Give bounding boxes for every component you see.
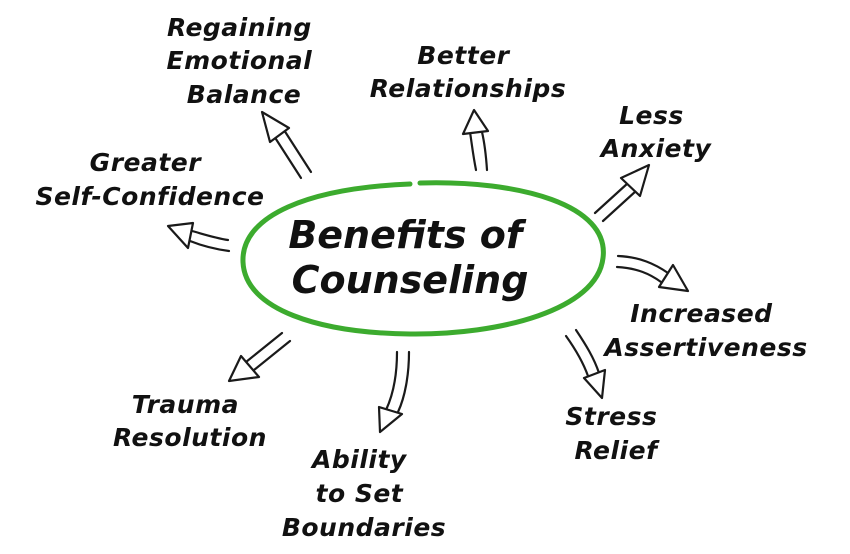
arrow-trauma-resolution xyxy=(227,331,292,383)
arrow-ability-to-set-boundaries xyxy=(377,350,411,434)
arrow-stress-relief xyxy=(564,328,607,400)
arrow-increased-assertiveness xyxy=(615,254,690,293)
label-stress-relief: Stress Relief xyxy=(565,402,666,465)
center-ellipse xyxy=(240,180,606,337)
label-ability-to-set-boundaries: Ability to Set Boundaries xyxy=(282,445,446,542)
center-title: Benefits of Counseling xyxy=(288,213,535,302)
label-less-anxiety: Less Anxiety xyxy=(599,101,713,163)
arrow-better-relationships xyxy=(461,108,490,172)
label-greater-self-confidence: Greater Self-Confidence xyxy=(35,148,264,211)
arrow-greater-self-confidence xyxy=(166,221,231,253)
label-increased-assertiveness: Increased Assertiveness xyxy=(602,299,807,362)
label-regaining-emotional-balance: Regaining Emotional Balance xyxy=(167,13,322,109)
arrow-regaining-emotional-balance xyxy=(260,110,313,180)
center-title-line-2: Counseling xyxy=(292,258,529,302)
label-trauma-resolution: Trauma Resolution xyxy=(113,390,267,452)
center-title-line-1: Benefits of xyxy=(288,213,527,257)
label-better-relationships: Better Relationships xyxy=(370,41,566,103)
arrow-less-anxiety xyxy=(593,163,651,223)
